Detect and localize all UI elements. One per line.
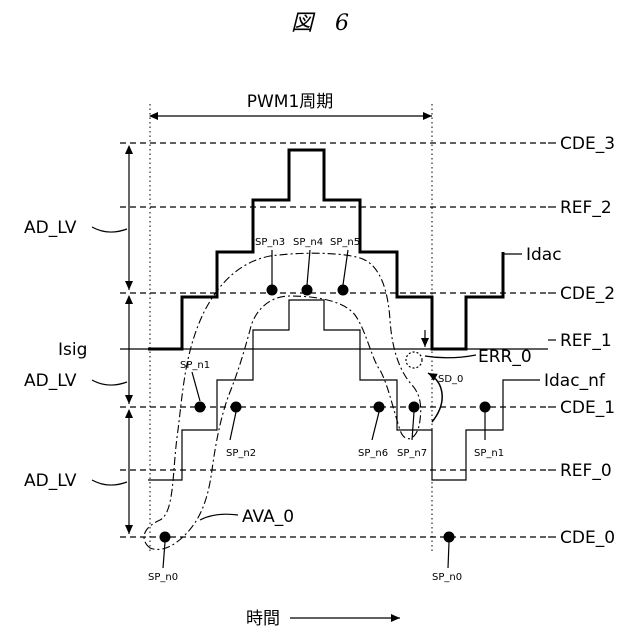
sample-point-sp-n4 [302, 285, 313, 296]
label-ref-0: REF_0 [560, 461, 612, 481]
idac-nf-waveform [148, 300, 520, 480]
label-cde-2: CDE_2 [560, 284, 615, 304]
sample-point-sp-n7 [409, 402, 420, 413]
ad-lv-label-3: AD_LV [24, 471, 77, 491]
label-idac: Idac [526, 245, 562, 265]
label-cde-0: CDE_0 [560, 528, 615, 548]
ad-lv-label-1: AD_LV [24, 218, 77, 238]
label-sp-n4: SP_n4 [293, 237, 323, 248]
label-sp-n2: SP_n2 [226, 448, 256, 459]
figure-title: 図 6 [291, 11, 349, 36]
label-sp-n1-b: SP_n1 [474, 448, 504, 459]
label-sp-n6: SP_n6 [358, 448, 388, 459]
sample-point-sp-n3 [267, 285, 278, 296]
label-sp-n1-a: SP_n1 [180, 360, 210, 371]
sd-0-marker [406, 352, 422, 368]
sample-point-sp-n2 [231, 402, 242, 413]
label-sp-n5: SP_n5 [330, 237, 360, 248]
label-sp-n0-b: SP_n0 [432, 572, 462, 583]
sample-point-sp-n1-b [480, 402, 491, 413]
label-isig: Isig [58, 340, 87, 360]
label-sp-n3: SP_n3 [255, 237, 285, 248]
label-ref-1: REF_1 [560, 331, 612, 351]
sample-point-sp-n1-a [195, 402, 206, 413]
sample-point-sp-n0-a [160, 532, 171, 543]
label-cde-3: CDE_3 [560, 134, 615, 154]
sample-point-sp-n5 [338, 285, 349, 296]
label-ava-0: AVA_0 [242, 507, 294, 527]
label-sp-n7: SP_n7 [397, 448, 427, 459]
label-sp-n0-a: SP_n0 [148, 572, 178, 583]
label-idac-nf: Idac_nf [544, 371, 606, 391]
sample-point-sp-n0-b [444, 532, 455, 543]
label-err-0: ERR_0 [478, 347, 532, 367]
label-ref-2: REF_2 [560, 198, 612, 218]
time-label: 時間 [246, 609, 280, 629]
label-sd-0: SD_0 [438, 374, 463, 385]
period-label: PWM1周期 [247, 92, 334, 112]
label-cde-1: CDE_1 [560, 398, 615, 418]
sample-point-sp-n6 [374, 402, 385, 413]
ad-lv-label-2: AD_LV [24, 371, 77, 391]
